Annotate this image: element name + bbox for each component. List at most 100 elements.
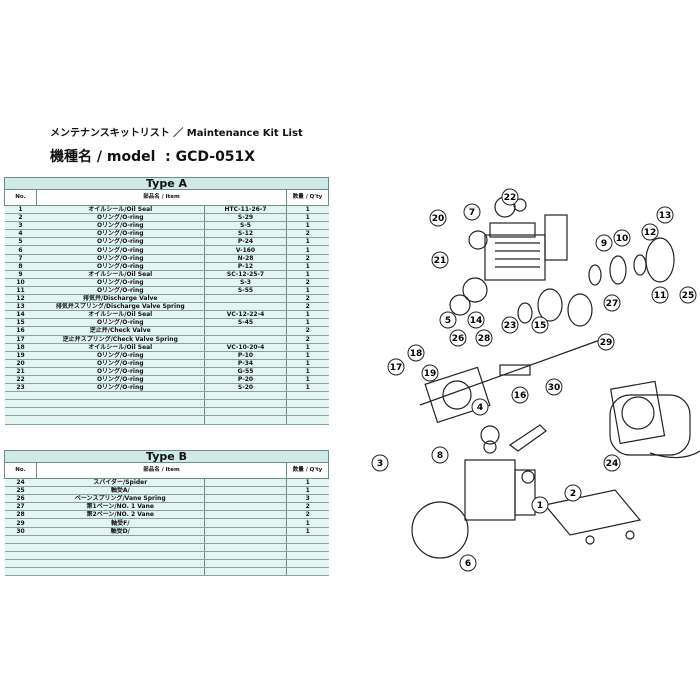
blank-cell xyxy=(36,535,205,544)
row-qty: 1 xyxy=(286,270,329,279)
row-spec: VC-10-20-4 xyxy=(204,343,287,352)
row-item: Oリング/O-ring xyxy=(36,286,205,296)
row-qty: 2 xyxy=(286,502,329,512)
row-qty: 1 xyxy=(286,286,329,296)
pump-body xyxy=(484,234,546,281)
row-item: オイルシール/Oil Seal xyxy=(36,205,205,215)
row-spec: S-29 xyxy=(204,213,287,223)
row-item: Oリング/O-ring xyxy=(36,351,205,360)
row-no: 1 xyxy=(4,205,37,215)
row-qty: 1 xyxy=(286,375,329,385)
row-item: 軸受D/ xyxy=(36,527,205,536)
callout-label: 21 xyxy=(434,256,447,266)
row-no: 14 xyxy=(4,310,37,320)
motor-flange xyxy=(609,380,666,445)
callout-bubble xyxy=(564,484,582,502)
blank-cell xyxy=(204,407,287,417)
row-item: 逆止弁/Check Valve xyxy=(36,326,205,336)
row-qty: 1 xyxy=(286,245,329,255)
row-spec: S-12 xyxy=(204,229,287,239)
blank-cell xyxy=(204,391,287,401)
row-spec: N-28 xyxy=(204,254,287,263)
callout-label: 20 xyxy=(432,214,445,224)
callout-label: 26 xyxy=(452,334,465,344)
callout-bubble xyxy=(429,209,447,227)
row-item: オイルシール/Oil Seal xyxy=(36,270,205,279)
row-item: 排気弁/Discharge Valve xyxy=(36,294,205,304)
row-qty: 1 xyxy=(286,310,329,320)
callout-bubble xyxy=(439,311,457,329)
callout-label: 1 xyxy=(537,501,543,511)
blank-cell xyxy=(36,391,205,401)
handle xyxy=(508,424,547,452)
pump-top-cover xyxy=(489,222,536,238)
row-spec: P-10 xyxy=(204,351,287,360)
row-spec xyxy=(204,510,287,520)
row-no: 23 xyxy=(4,383,37,393)
callout-bubble xyxy=(431,446,449,464)
side-flange xyxy=(544,214,568,261)
row-spec: V-160 xyxy=(204,245,287,255)
row-no: 6 xyxy=(4,245,37,255)
model-value: : GCD-051X xyxy=(165,149,256,165)
o-ring xyxy=(462,277,488,303)
gasket-ring xyxy=(411,501,469,559)
row-no: 22 xyxy=(4,375,37,385)
row-qty: 2 xyxy=(286,254,329,263)
blank-cell xyxy=(286,559,329,569)
blank-cell xyxy=(286,391,329,401)
row-spec: S-3 xyxy=(204,278,287,287)
row-spec: SC-12-25-7 xyxy=(204,270,287,279)
blank-cell xyxy=(4,543,37,552)
row-item: Oリング/O-ring xyxy=(36,237,205,247)
callout-label: 15 xyxy=(534,321,547,331)
type-b-title: Type B xyxy=(4,450,329,463)
row-no: 29 xyxy=(4,518,37,528)
callout-bubble xyxy=(545,378,563,396)
row-item: Oリング/O-ring xyxy=(36,359,205,368)
callout-label: 17 xyxy=(390,363,403,373)
row-item: スパイダー/Spider xyxy=(36,478,205,488)
bearing xyxy=(442,380,472,410)
blank-cell xyxy=(4,567,37,577)
row-qty: 2 xyxy=(286,510,329,520)
row-qty: 1 xyxy=(286,383,329,393)
callout-label: 13 xyxy=(659,211,672,221)
row-qty: 1 xyxy=(286,221,329,231)
callout-label: 28 xyxy=(478,334,491,344)
row-item: 第2ベーン/NO. 2 Vane xyxy=(36,510,205,520)
callout-label: 6 xyxy=(465,559,471,569)
row-item: 排気弁スプリング/Discharge Valve Spring xyxy=(36,302,205,312)
row-qty: 2 xyxy=(286,302,329,312)
row-spec: S-5 xyxy=(204,221,287,231)
callout-bubble xyxy=(613,229,631,247)
row-item: Oリング/O-ring xyxy=(36,278,205,287)
callout-bubble xyxy=(371,454,389,472)
row-spec: VC-12-22-4 xyxy=(204,310,287,320)
row-qty: 2 xyxy=(286,278,329,287)
row-no: 13 xyxy=(4,302,37,312)
callout-bubble xyxy=(603,454,621,472)
motor-end-bracket xyxy=(424,366,491,424)
row-qty: 1 xyxy=(286,205,329,215)
col-no: No. xyxy=(4,189,37,206)
blank-cell xyxy=(36,551,205,560)
callout-bubble xyxy=(407,344,425,362)
row-no: 9 xyxy=(4,270,37,279)
row-no: 19 xyxy=(4,351,37,360)
callout-bubble xyxy=(531,496,549,514)
row-item: Oリング/O-ring xyxy=(36,245,205,255)
seal xyxy=(483,440,497,454)
